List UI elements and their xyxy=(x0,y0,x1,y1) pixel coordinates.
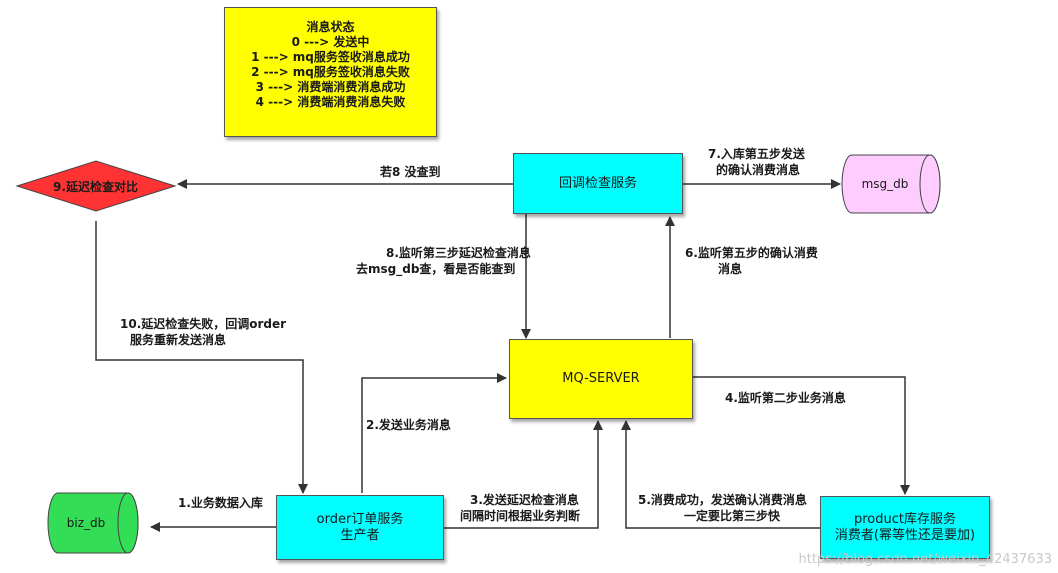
legend-line: 0 ---> 发送中 xyxy=(291,35,370,49)
edge-10-line1: 10.延迟检查失败，回调order xyxy=(120,317,287,331)
edge-5-line1: 5.消费成功，发送确认消费消息 xyxy=(638,493,807,507)
edge-if8-label: 若8 没查到 xyxy=(380,165,441,179)
mq-server-node: MQ-SERVER xyxy=(509,339,693,419)
order-service-line1: order订单服务 xyxy=(316,511,404,527)
edge-8-label: 8.监听第三步延迟检查消息 去msg_db查，看是否能查到 xyxy=(356,245,531,277)
legend-line: 2 ---> mq服务签收消息失败 xyxy=(251,65,410,79)
legend-line: 1 ---> mq服务签收消息成功 xyxy=(251,50,410,64)
edge-2 xyxy=(361,373,507,493)
edge-7-line1: 7.入库第五步发送 xyxy=(708,147,805,161)
edge-4 xyxy=(693,376,910,495)
edge-10-label: 10.延迟检查失败，回调order 服务重新发送消息 xyxy=(120,316,286,348)
watermark: https://blog.csdn.net/weixin_42437633 xyxy=(798,552,1052,567)
delay-check-label: 9.延迟检查对比 xyxy=(53,179,138,194)
edge-3-line2: 间隔时间根据业务判断 xyxy=(460,509,581,523)
edge-3-line1: 3.发送延迟检查消息 xyxy=(470,493,579,507)
message-status-legend: 消息状态 0 ---> 发送中 1 ---> mq服务签收消息成功 2 --->… xyxy=(224,7,437,137)
edge-7-line2: 的确认消费消息 xyxy=(716,163,801,177)
edge-2-label: 2.发送业务消息 xyxy=(366,418,451,432)
biz-db-label: biz_db xyxy=(66,516,106,530)
order-service-line2: 生产者 xyxy=(340,527,380,543)
edge-4-label: 4.监听第二步业务消息 xyxy=(725,391,846,405)
edge-7-label: 7.入库第五步发送 的确认消费消息 xyxy=(708,146,805,178)
edge-6-label: 6.监听第五步的确认消费 消息 xyxy=(685,245,818,277)
callback-service-label: 回调检查服务 xyxy=(558,175,637,191)
mq-server-label: MQ-SERVER xyxy=(562,371,640,386)
product-service-node: product库存服务 消费者(幂等性还是要加) xyxy=(820,496,990,559)
delay-check-diamond xyxy=(15,160,177,212)
edge-10-line2: 服务重新发送消息 xyxy=(130,333,227,347)
edge-5 xyxy=(621,420,820,529)
legend-title: 消息状态 xyxy=(306,20,355,34)
edge-3-label: 3.发送延迟检查消息 间隔时间根据业务判断 xyxy=(460,492,580,524)
edge-5-label: 5.消费成功，发送确认消费消息 一定要比第三步快 xyxy=(638,492,807,524)
biz-db-cylinder xyxy=(47,492,139,554)
edge-6-line2: 消息 xyxy=(718,262,743,276)
product-service-line2: 消费者(幂等性还是要加) xyxy=(834,527,976,543)
order-service-node: order订单服务 生产者 xyxy=(276,495,444,560)
edge-6-line1: 6.监听第五步的确认消费 xyxy=(685,246,818,260)
edge-5-line2: 一定要比第三步快 xyxy=(684,509,781,523)
edge-1-label: 1.业务数据入库 xyxy=(178,496,263,510)
edge-8-line1: 8.监听第三步延迟检查消息 xyxy=(386,246,531,260)
msg-db-label: msg_db xyxy=(861,177,909,191)
product-service-line1: product库存服务 xyxy=(853,511,956,527)
legend-line: 3 ---> 消费端消费消息成功 xyxy=(255,80,406,94)
edge-3 xyxy=(444,420,603,529)
edge-10 xyxy=(95,221,308,494)
legend-line: 4 ---> 消费端消费消息失败 xyxy=(255,95,406,109)
edge-8-line2: 去msg_db查，看是否能查到 xyxy=(356,262,516,276)
msg-db-cylinder xyxy=(841,154,941,214)
callback-service-node: 回调检查服务 xyxy=(513,153,683,214)
